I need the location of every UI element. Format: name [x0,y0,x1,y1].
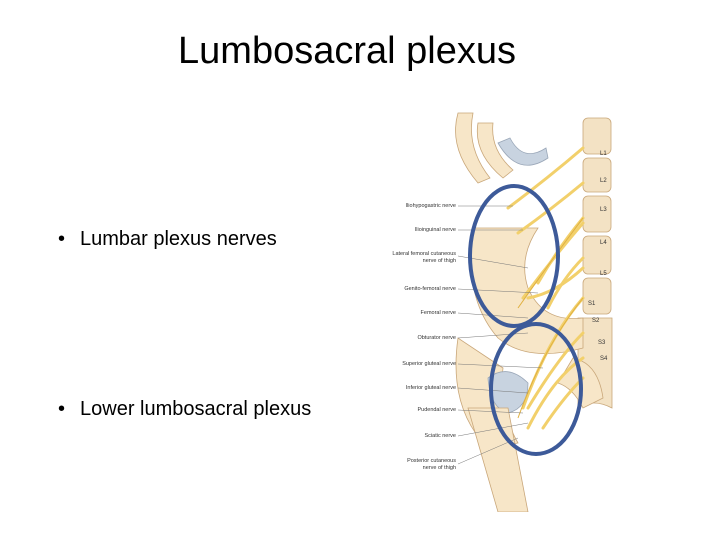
bullet-marker: • [58,228,66,250]
label-posterior-cutaneous: Posterior cutaneous [407,458,456,464]
label-s1: S1 [588,301,596,307]
label-l5: L5 [600,271,607,277]
bullet-text: Lower lumbosacral plexus [80,398,312,420]
rib-shape [455,112,491,184]
bullet-marker: • [58,398,66,420]
bullet-text: Lumbar plexus nerves [80,228,277,250]
label-s2: S2 [592,318,600,324]
vertebral-column [577,117,613,409]
label-inferior-gluteal-nerve: Inferior gluteal nerve [405,385,456,391]
cartilage-shape [497,137,549,166]
bullet-lumbar-plexus-nerves: • Lumbar plexus nerves [58,228,277,251]
lower-lumbosacral-highlight-circle [489,322,583,456]
label-superior-gluteal-nerve: Superior gluteal nerve [402,361,456,367]
label-s4: S4 [600,356,608,362]
label-obturator-nerve: Obturator nerve [417,335,456,341]
rib-shape [476,122,514,179]
label-l3: L3 [600,207,607,213]
label-lateral-femoral-cutaneous: Lateral femoral cutaneous [392,251,456,257]
nerve-bundle-outline [517,217,584,419]
label-s3: S3 [598,340,606,346]
label-l4: L4 [600,240,607,246]
label-posterior-cutaneous-line2: nerve of thigh [422,465,456,471]
lumbar-plexus-highlight-circle [468,184,560,328]
label-l1: L1 [600,151,607,157]
label-sciatic-nerve: Sciatic nerve [424,433,457,439]
label-genito-femoral-nerve: Genito-femoral nerve [404,286,456,292]
lumbosacral-plexus-illustration: Iliohypogastric nerve Ilioinguinal nerve… [378,108,614,512]
bullet-lower-lumbosacral-plexus: • Lower lumbosacral plexus [58,398,311,421]
hip-socket-shape [487,371,529,414]
label-femoral-nerve: Femoral nerve [420,310,456,316]
slide-title: Lumbosacral plexus [178,30,516,72]
anatomy-drawing [455,112,613,512]
label-pudendal-nerve: Pudendal nerve [417,407,456,413]
label-ilioinguinal-nerve: Ilioinguinal nerve [414,227,456,233]
label-iliohypogastric-nerve: Iliohypogastric nerve [405,203,456,209]
label-lateral-femoral-cutaneous-line2: nerve of thigh [422,258,456,264]
label-l2: L2 [600,178,607,184]
